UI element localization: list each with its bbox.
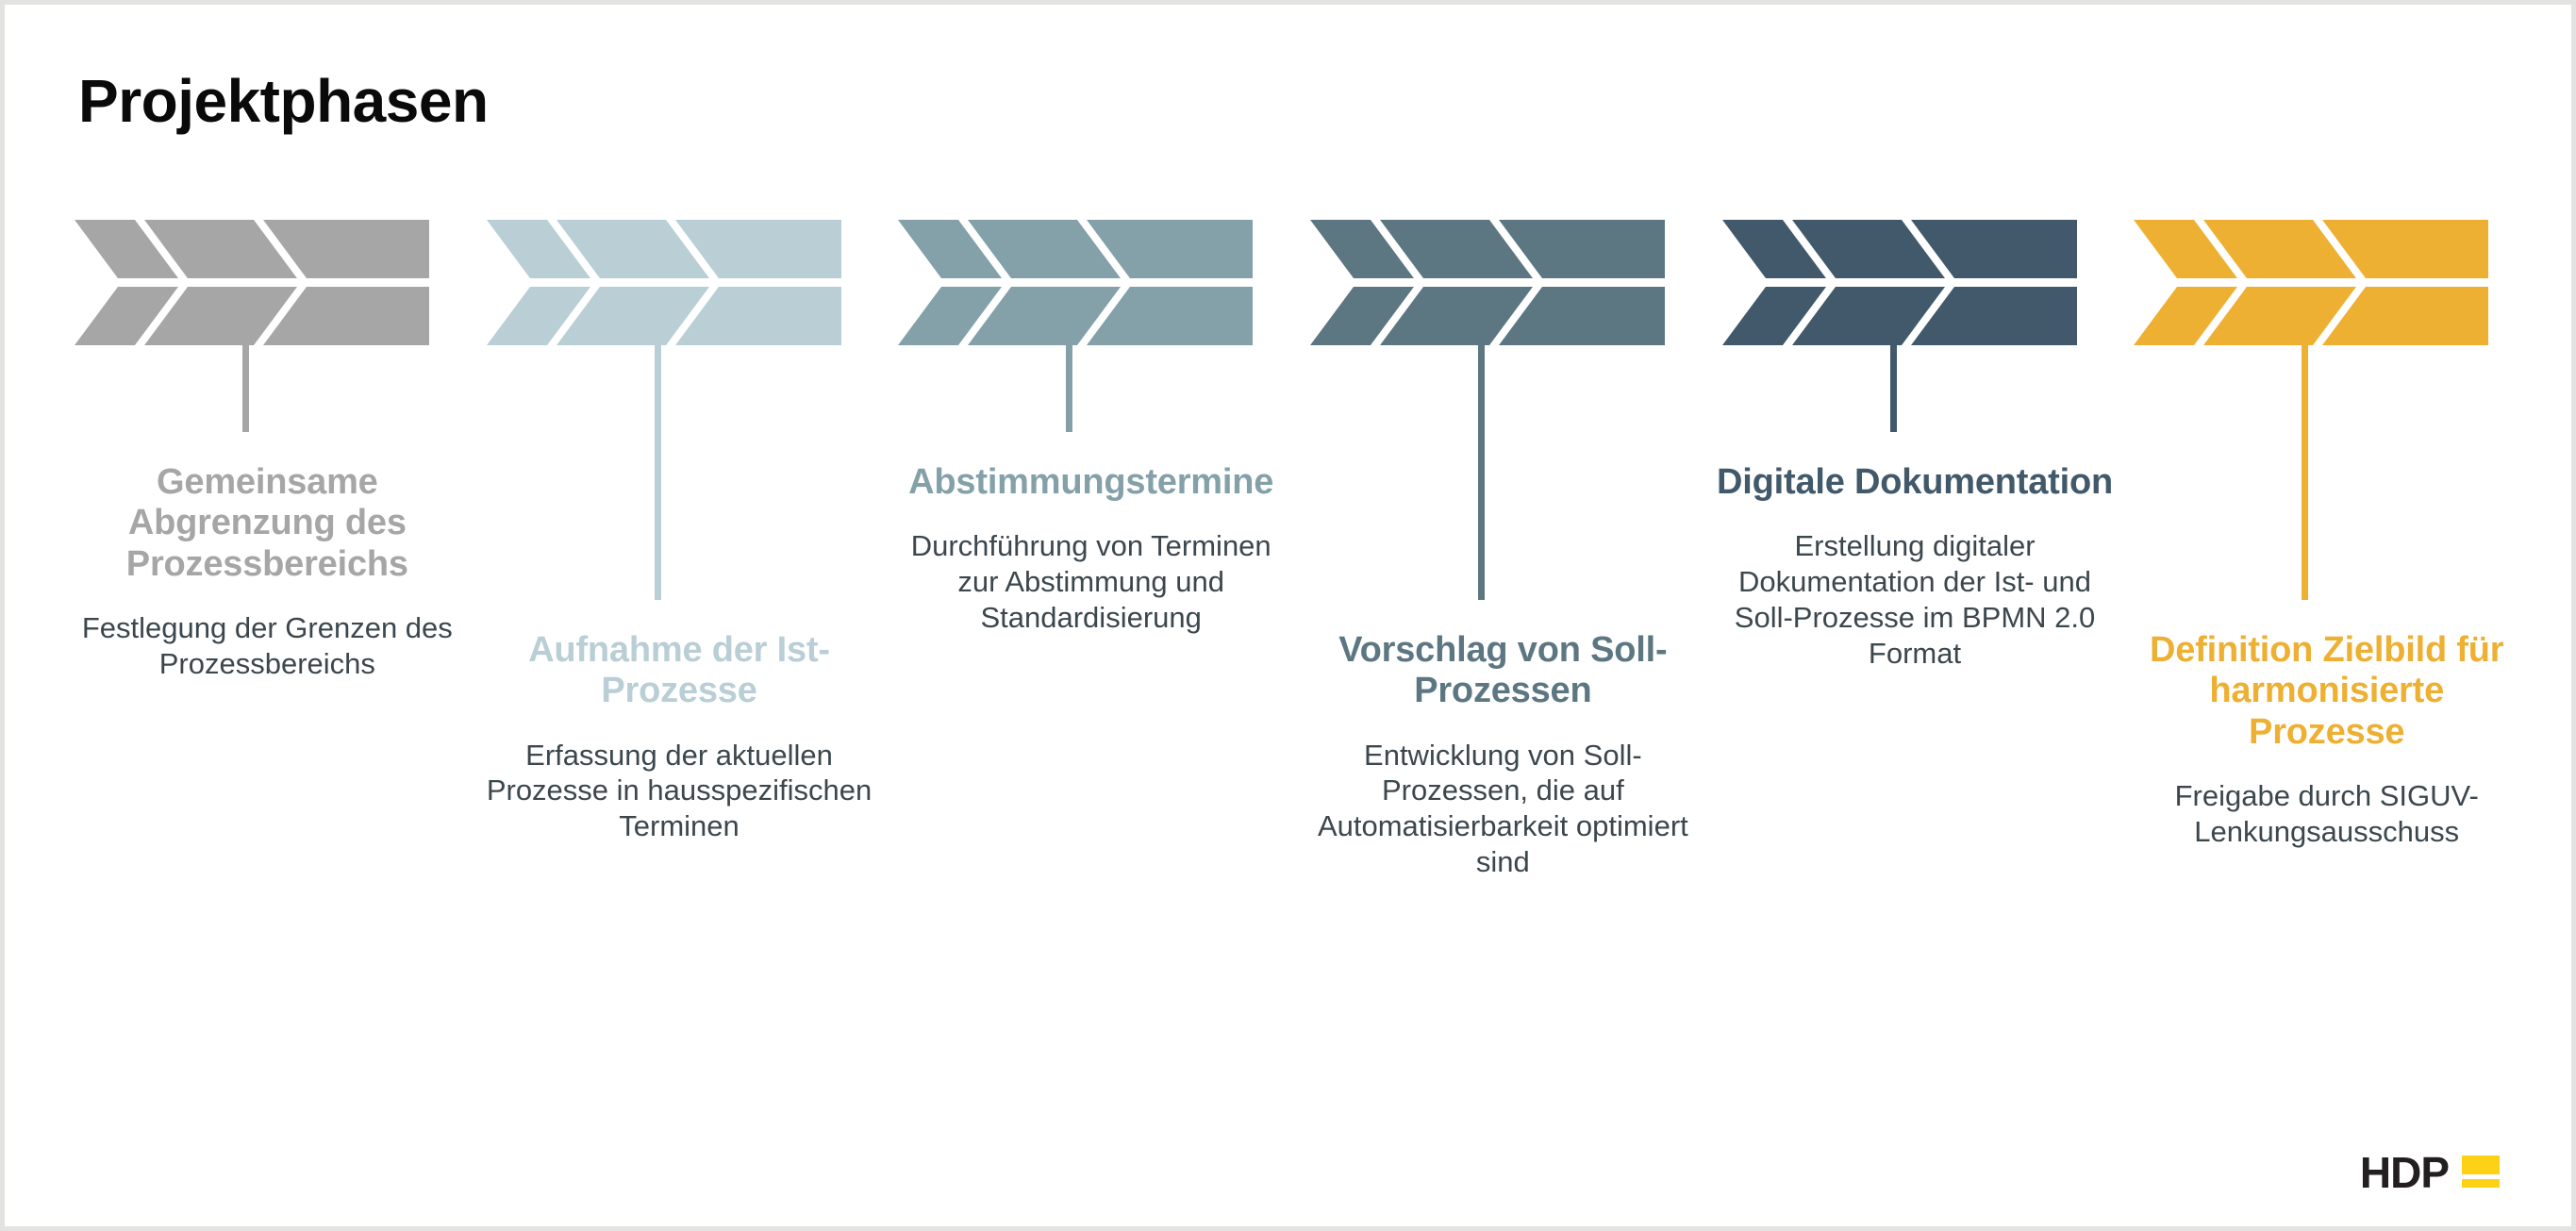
phase-text-block-6: Definition Zielbild für harmonisierte Pr… bbox=[2120, 630, 2533, 850]
phase-title-4: Vorschlag von Soll-Prozessen bbox=[1338, 630, 1668, 711]
phase-title-1: Gemeinsame Abgrenzung des Prozessbereich… bbox=[125, 462, 408, 584]
phase-column-1: Gemeinsame Abgrenzung des Prozessbereich… bbox=[61, 220, 474, 680]
phase-description-2: Erfassung der aktuellen Prozesse in haus… bbox=[486, 738, 873, 843]
phase-description-5: Erstellung digitaler Dokumentation der I… bbox=[1734, 529, 2096, 670]
phase-connector-line-5 bbox=[1889, 345, 1897, 432]
phase-description-6: Freigabe durch SIGUV-Lenkungsausschuss bbox=[2174, 778, 2479, 848]
phase-connector-line-6 bbox=[2302, 345, 2309, 600]
phase-chevron-icon-6 bbox=[2134, 220, 2489, 345]
phase-connector-line-4 bbox=[1478, 345, 1486, 600]
phase-description-1: Festlegung der Grenzen des Prozessbereic… bbox=[81, 610, 453, 680]
phase-title-3: Abstimmungstermine bbox=[908, 462, 1274, 502]
phase-list: Gemeinsame Abgrenzung des Prozessbereich… bbox=[61, 220, 2533, 878]
page-title: Projektphasen bbox=[78, 67, 489, 135]
phase-chevron-icon-1 bbox=[75, 220, 429, 345]
phase-description-4: Entwicklung von Soll-Prozessen, die auf … bbox=[1317, 738, 1688, 879]
hdp-mark-icon bbox=[2462, 1155, 2500, 1190]
phase-title-5: Digitale Dokumentation bbox=[1717, 462, 2113, 502]
phase-title-6: Definition Zielbild für harmonisierte Pr… bbox=[2150, 630, 2504, 752]
phase-connector-line-1 bbox=[242, 345, 249, 432]
phase-chevron-icon-4 bbox=[1310, 220, 1666, 345]
phase-description-3: Durchführung von Terminen zur Abstimmung… bbox=[910, 529, 1271, 634]
hdp-wordmark: HDP bbox=[2359, 1148, 2450, 1197]
phase-chevron-icon-2 bbox=[486, 220, 841, 345]
hdp-mark-bar-top bbox=[2462, 1155, 2500, 1174]
phase-chevron-icon-3 bbox=[898, 220, 1254, 345]
phase-column-6: Definition Zielbild für harmonisierte Pr… bbox=[2120, 220, 2533, 848]
hdp-mark-bar-bottom bbox=[2462, 1178, 2500, 1188]
hdp-logo: HDP bbox=[2360, 1151, 2500, 1194]
phase-connector-line-3 bbox=[1066, 345, 1073, 432]
phase-connector-line-2 bbox=[654, 345, 661, 600]
phase-title-2: Aufnahme der Ist-Prozesse bbox=[528, 630, 830, 711]
phase-chevron-icon-5 bbox=[1721, 220, 2077, 345]
phase-text-block-1: Gemeinsame Abgrenzung des Prozessbereich… bbox=[61, 462, 474, 682]
